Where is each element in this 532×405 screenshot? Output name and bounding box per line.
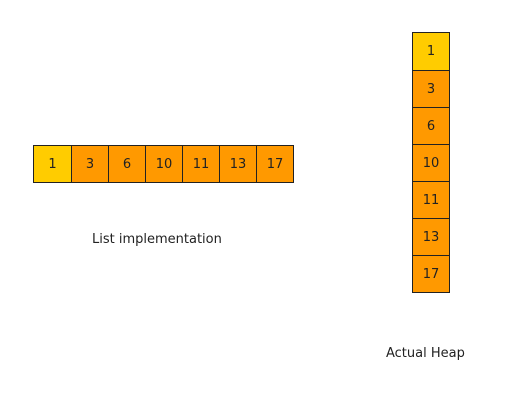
heap-cell: 17	[413, 255, 449, 292]
heap-column: 1 3 6 10 11 13 17	[412, 32, 450, 293]
list-array: 1 3 6 10 11 13 17	[33, 145, 294, 183]
list-caption: List implementation	[92, 232, 222, 247]
list-cell: 3	[71, 146, 108, 182]
heap-cell: 3	[413, 70, 449, 107]
heap-cell: 1	[413, 33, 449, 70]
heap-cell: 13	[413, 218, 449, 255]
list-cell: 6	[108, 146, 145, 182]
heap-cell: 10	[413, 144, 449, 181]
heap-cell: 11	[413, 181, 449, 218]
heap-cell: 6	[413, 107, 449, 144]
list-cell: 1	[34, 146, 71, 182]
heap-caption: Actual Heap	[386, 346, 465, 361]
list-cell: 10	[145, 146, 182, 182]
list-cell: 13	[219, 146, 256, 182]
list-cell: 11	[182, 146, 219, 182]
list-cell: 17	[256, 146, 293, 182]
